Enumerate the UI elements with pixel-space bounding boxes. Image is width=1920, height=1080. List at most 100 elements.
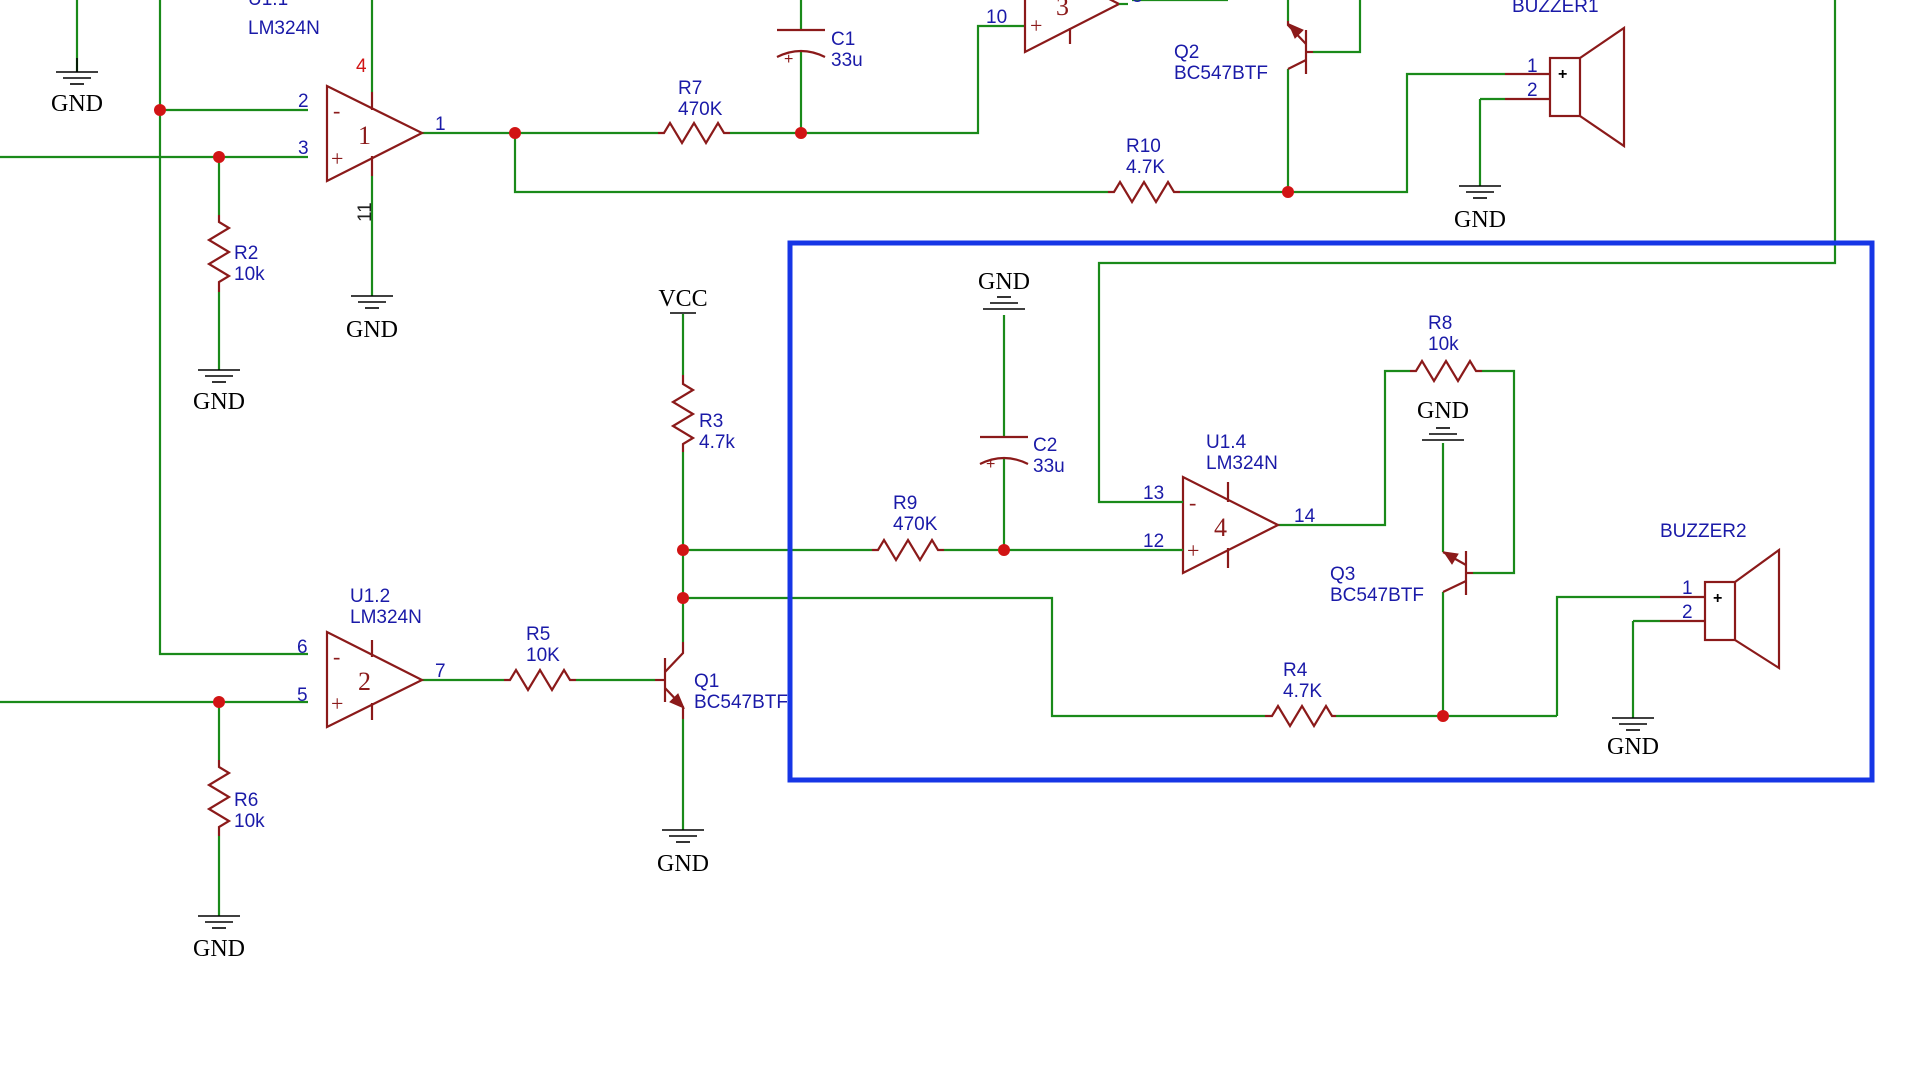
opamp-part: LM324N bbox=[248, 18, 320, 39]
capacitor-ref: C2 bbox=[1033, 435, 1057, 456]
resistor-ref: R9 bbox=[893, 493, 917, 514]
opamp-u1-1: - + 1 2 3 1 4 11 U1.1 LM324N bbox=[248, 0, 446, 222]
noninverting-symbol: + bbox=[1187, 538, 1199, 563]
pin-number: 2 bbox=[1527, 80, 1538, 101]
resistor-value: 10k bbox=[234, 264, 265, 285]
pin-number: 10 bbox=[986, 7, 1007, 28]
opamp-unit: 4 bbox=[1214, 513, 1227, 542]
ground-symbol: GND bbox=[1607, 717, 1659, 760]
pin-number: 1 bbox=[1527, 56, 1538, 77]
resistor-value: 10k bbox=[234, 811, 265, 832]
ground-label: GND bbox=[193, 936, 245, 962]
ground-label: GND bbox=[657, 851, 709, 877]
pin-number: 4 bbox=[356, 56, 367, 77]
ground-label: GND bbox=[1454, 207, 1506, 233]
vcc-label: VCC bbox=[658, 286, 707, 312]
capacitor-value: 33u bbox=[1033, 456, 1065, 477]
opamp-ref: U1.2 bbox=[350, 586, 390, 607]
resistor-value: 470K bbox=[893, 514, 938, 535]
resistor-ref: R3 bbox=[699, 411, 723, 432]
pin-number: 5 bbox=[297, 685, 308, 706]
buzzer-ref: BUZZER2 bbox=[1660, 521, 1747, 542]
pin-number: 8 bbox=[1132, 0, 1143, 7]
ground-symbols: GND GND GND GND GND bbox=[51, 58, 1659, 962]
resistor-r2: R2 10k bbox=[206, 215, 265, 292]
noninverting-symbol: + bbox=[331, 691, 343, 716]
pin-number: 14 bbox=[1294, 506, 1316, 527]
inverting-symbol: - bbox=[1189, 490, 1196, 515]
opamps: - + 1 2 3 1 4 11 U1.1 LM324N - + 2 6 5 7… bbox=[248, 0, 1316, 729]
buzzer-1: + 1 2 BUZZER1 bbox=[1505, 0, 1626, 149]
opamp-part: LM324N bbox=[350, 607, 422, 628]
inverting-symbol: - bbox=[333, 98, 340, 123]
resistor-ref: R6 bbox=[234, 790, 258, 811]
resistors: R2 10k R3 4.7k R4 4.7K R5 10K R6 10k bbox=[206, 78, 1482, 836]
ground-symbol: GND bbox=[193, 369, 245, 415]
resistor-r4: R4 4.7K bbox=[1265, 660, 1336, 729]
capacitor-c2: + C2 33u bbox=[979, 435, 1065, 477]
buzzer-polarity: + bbox=[1713, 590, 1722, 607]
pin-number: 7 bbox=[435, 661, 446, 682]
buzzer-polarity: + bbox=[1558, 66, 1567, 83]
ground-symbol: GND bbox=[657, 829, 709, 877]
junction-dots bbox=[154, 104, 1449, 722]
pin-number: 12 bbox=[1143, 531, 1164, 552]
resistor-r5: R5 10K bbox=[504, 624, 576, 693]
capacitor-c1: + C1 33u bbox=[776, 28, 863, 71]
opamp-unit: 2 bbox=[358, 667, 371, 696]
capacitor-value: 33u bbox=[831, 50, 863, 71]
opamp-u1-2: - + 2 6 5 7 U1.2 LM324N bbox=[297, 586, 446, 729]
opamp-unit: 3 bbox=[1056, 0, 1069, 21]
resistor-ref: R4 bbox=[1283, 660, 1308, 681]
ground-symbol: GND bbox=[193, 915, 245, 962]
resistor-r9: R9 470K bbox=[872, 493, 944, 563]
pin-number: 3 bbox=[298, 138, 309, 159]
opamp-unit: 1 bbox=[358, 121, 371, 150]
opamp-ref: U1.4 bbox=[1206, 432, 1247, 453]
buzzers: + 1 2 BUZZER1 + 1 2 BUZZER2 bbox=[1505, 0, 1781, 671]
transistor-q1: Q1 BC547BTF bbox=[655, 642, 788, 719]
ground-symbol: GND bbox=[346, 295, 398, 343]
ground-label: GND bbox=[1417, 398, 1469, 424]
ground-symbol: GND bbox=[1454, 185, 1506, 233]
pin-number: 6 bbox=[297, 637, 308, 658]
resistor-value: 4.7K bbox=[1126, 157, 1165, 178]
ground-label: GND bbox=[193, 389, 245, 415]
resistor-value: 10K bbox=[526, 645, 560, 666]
ground-label: GND bbox=[978, 269, 1030, 295]
resistor-r3: R3 4.7k bbox=[670, 375, 735, 453]
transistor-ref: Q3 bbox=[1330, 564, 1355, 585]
transistor-q3: Q3 BC547BTF bbox=[1330, 551, 1473, 606]
transistor-q2: Q2 BC547BTF bbox=[1174, 21, 1313, 84]
opamp-ref: U1.1 bbox=[248, 0, 288, 10]
capacitor-polarity: + bbox=[986, 456, 995, 473]
transistor-part: BC547BTF bbox=[694, 692, 788, 713]
resistor-ref: R7 bbox=[678, 78, 702, 99]
opamp-u1-4: - + 4 13 12 14 U1.4 LM324N bbox=[1143, 432, 1316, 575]
capacitor-polarity: + bbox=[784, 51, 793, 68]
noninverting-symbol: + bbox=[331, 146, 343, 171]
ground-symbol: GND bbox=[51, 58, 103, 117]
resistor-value: 10k bbox=[1428, 334, 1459, 355]
resistor-r8: R8 10k bbox=[1410, 313, 1482, 384]
ground-label: GND bbox=[1607, 734, 1659, 760]
resistor-value: 4.7K bbox=[1283, 681, 1322, 702]
pin-number: 2 bbox=[298, 91, 309, 112]
resistor-value: 470K bbox=[678, 99, 723, 120]
transistor-part: BC547BTF bbox=[1330, 585, 1424, 606]
buzzer-2: + 1 2 BUZZER2 bbox=[1660, 521, 1781, 671]
transistor-ref: Q2 bbox=[1174, 42, 1199, 63]
opamp-part: LM324N bbox=[1206, 453, 1278, 474]
highlight-box bbox=[787, 240, 1875, 783]
pin-number: 13 bbox=[1143, 483, 1164, 504]
buzzer-ref: BUZZER1 bbox=[1512, 0, 1599, 17]
ground-label: GND bbox=[51, 91, 103, 117]
opamp-u1-3: + 3 10 8 bbox=[986, 0, 1143, 54]
transistor-ref: Q1 bbox=[694, 671, 719, 692]
pin-number: 2 bbox=[1682, 602, 1693, 623]
pin-number: 1 bbox=[435, 114, 446, 135]
capacitor-ref: C1 bbox=[831, 29, 855, 50]
resistor-ref: R2 bbox=[234, 243, 258, 264]
resistor-r7: R7 470K bbox=[658, 78, 730, 146]
